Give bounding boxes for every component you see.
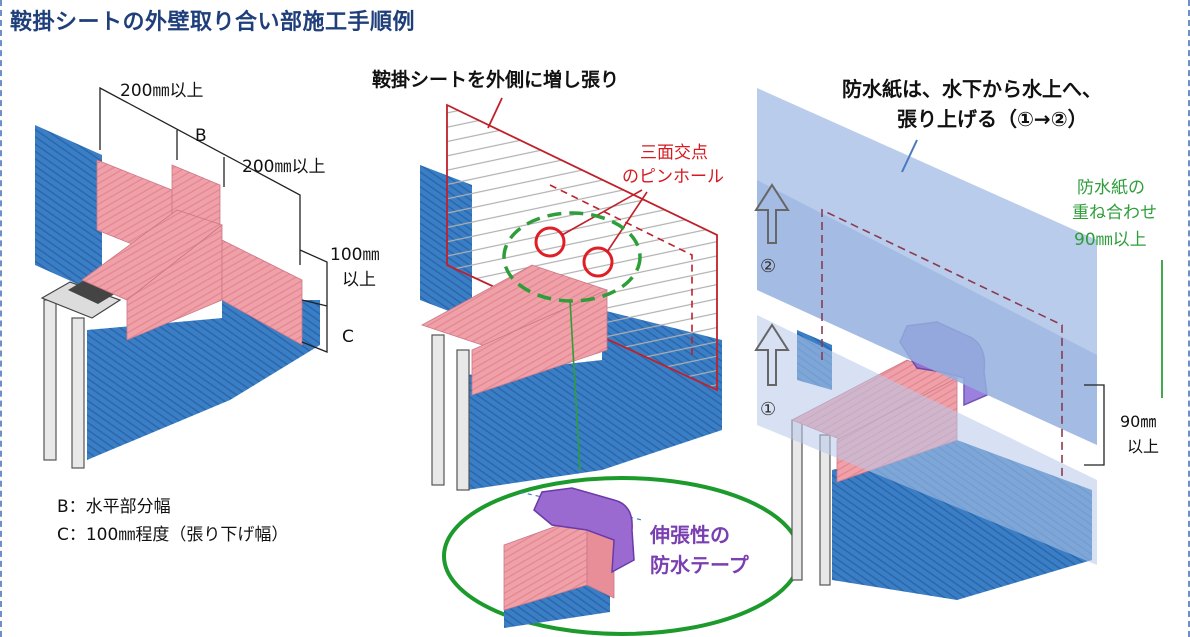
- tape-label-2: 防水テープ: [650, 553, 750, 577]
- left-dim-top-label: 200㎜以上: [120, 81, 203, 101]
- step-2-label: ②: [760, 256, 776, 277]
- mid-pinhole-circle-1: [534, 226, 566, 258]
- page-title: 鞍掛シートの外壁取り合い部施工手順例: [10, 10, 416, 35]
- paper-overlap-band: [757, 180, 1097, 445]
- mid-pinhole-pointer-1: [561, 189, 643, 236]
- step-arrow-2: [754, 183, 790, 244]
- middle-diagram: 鞍掛シートを外側に増し張り 三面交点 のピンホール: [372, 68, 724, 491]
- mid-heading-pointer: [487, 97, 503, 129]
- mid-green-connector: [569, 299, 581, 471]
- left-dim-100-line: [299, 249, 328, 353]
- step-arrow-1: [754, 323, 790, 386]
- left-dark-slot: [68, 278, 118, 304]
- left-wall-upper: [35, 125, 102, 295]
- overlap-label-2: 重ね合わせ: [1072, 203, 1157, 223]
- overlap-label-1: 防水紙の: [1077, 178, 1145, 198]
- tape-label-1: 伸張性の: [649, 523, 730, 547]
- mid-frame-post: [431, 334, 445, 486]
- mid-sheet-front: [471, 289, 608, 396]
- mid-frame-post2: [456, 349, 470, 491]
- right-frame-post2: [819, 434, 831, 586]
- paper-layer-2: [757, 88, 1097, 445]
- dim90-label-1: 90㎜: [1120, 412, 1156, 431]
- legend-c: C：100㎜程度（張り下げ幅）: [57, 525, 288, 545]
- mid-pinhole-label-2: のピンホール: [622, 167, 724, 187]
- zoom-tape: [533, 487, 635, 574]
- right-heading-2: 張り上げる（①→②）: [897, 107, 1088, 131]
- mid-heading: 鞍掛シートを外側に増し張り: [372, 68, 619, 91]
- mid-inner-outline: [549, 184, 693, 355]
- right-frame-post: [791, 419, 803, 581]
- left-frame-top: [40, 281, 122, 319]
- mid-wall-lower: [467, 360, 722, 490]
- left-dim-mid-label: 200㎜以上: [242, 157, 325, 177]
- left-dim-100-label-1: 100㎜: [330, 245, 379, 265]
- overlap-label-3: 90㎜以上: [1074, 230, 1147, 250]
- left-frame-post: [43, 299, 57, 461]
- left-dim-b-label: B: [195, 126, 207, 146]
- mid-pinhole-pointer-2: [606, 191, 648, 253]
- legend-b: B：水平部分幅: [57, 497, 171, 517]
- left-dim-top-line: [99, 86, 301, 265]
- mid-pinhole-circle-2: [582, 246, 614, 278]
- left-dim-100-label-2: 以上: [342, 270, 376, 290]
- right-heading-pointer: [901, 139, 918, 173]
- mid-outer-sheet: [446, 103, 718, 392]
- mid-green-dashed-ellipse: [502, 211, 642, 303]
- step-1-label: ①: [760, 399, 776, 420]
- right-heading-1: 防水紙は、水下から水上へ、: [842, 77, 1102, 101]
- zoom-detail: 伸張性の 防水テープ: [442, 476, 802, 636]
- paper-layer-1: [757, 315, 1097, 565]
- left-diagram: 200㎜以上 B 200㎜以上 100㎜ 以上 C B：水平部分幅 C：100㎜…: [35, 81, 379, 545]
- left-sheet-right: [221, 239, 303, 346]
- left-frame-post2: [71, 317, 85, 469]
- right-diagram: ② ① 防水紙は、水下から水上へ、 張り上げる（①→②） 防水紙の 重ね合わせ …: [754, 77, 1163, 600]
- left-dim-c-label: C: [342, 327, 354, 347]
- left-dim-c-tick: [301, 299, 328, 307]
- dim90-line: [1084, 384, 1105, 466]
- mid-pinhole-label-1: 三面交点: [640, 143, 708, 163]
- dim90-label-2: 以上: [1127, 437, 1159, 456]
